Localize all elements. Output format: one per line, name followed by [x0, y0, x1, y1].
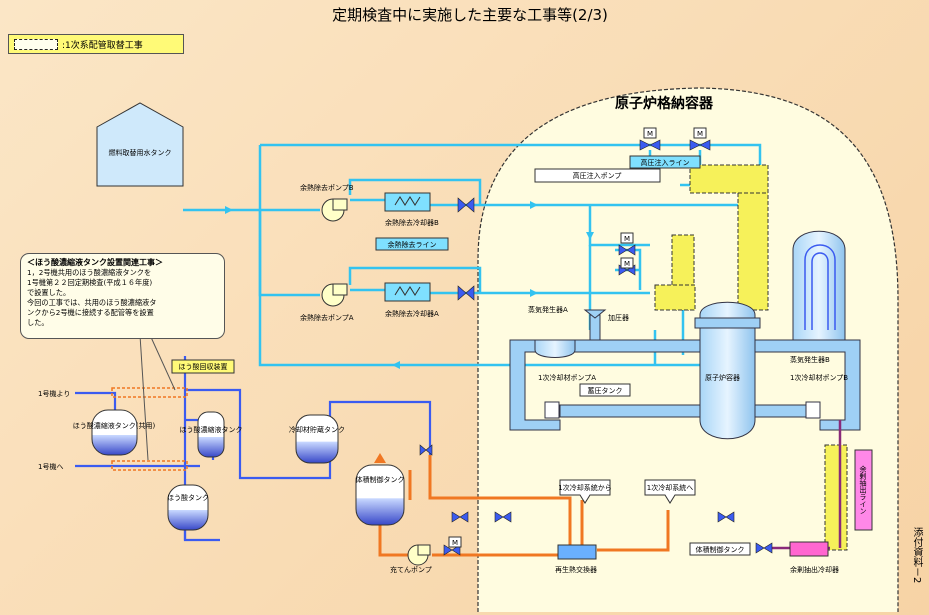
svg-text:M: M	[647, 130, 653, 138]
unit1-to-label: 1号機へ	[38, 462, 63, 471]
callout-pointer-2	[149, 334, 176, 391]
hx-coils	[394, 196, 421, 296]
note-callout: ＜ほう酸濃縮液タンク設置関連工事＞ 1，2号機共用のほう酸濃縮液タンクを 1号機…	[20, 253, 225, 339]
svg-text:M: M	[697, 130, 703, 138]
rhr-pump-b-label: 余熱除去ポンプB	[300, 183, 354, 192]
letdown-line-label: 余剰抽出ライン	[859, 465, 867, 515]
note-line6: した。	[27, 318, 49, 327]
rhr-line-label: 余熱除去ライン	[388, 240, 437, 249]
primary-from-label: 1次冷却系統から	[558, 483, 611, 492]
motor-boxes	[448, 127, 707, 548]
shared-tank-label: ほう酸濃縮液タンク(共用)	[73, 421, 156, 430]
unit1-from-label: 1号機より	[38, 389, 70, 398]
rhr-hx-a-label: 余熱除去冷却器A	[385, 309, 439, 318]
fuel-tank	[96, 102, 184, 187]
rcp-b	[805, 401, 821, 419]
hp-replacement-zone-4	[654, 284, 696, 311]
letdown-replacement-zone	[824, 444, 848, 551]
rcp-a	[544, 401, 560, 419]
hp-pump-label: 高圧注入ポンプ	[573, 171, 622, 180]
boric-tank-label: ほう酸タンク	[167, 493, 209, 502]
note-line2: 1号機第２２回定期検査(平成１６年度)	[27, 278, 153, 287]
vct-label: 体積制御タンク	[356, 475, 405, 484]
rcp-a-label: 1次冷却材ポンプA	[538, 373, 596, 382]
legend-label: :1次系配管取替工事	[62, 40, 143, 51]
reactor-vessel	[699, 301, 756, 440]
rhr-pump-a-label: 余熱除去ポンプA	[300, 313, 354, 322]
note-heading: ＜ほう酸濃縮液タンク設置関連工事＞	[27, 258, 163, 267]
conc-tank	[197, 411, 225, 458]
letdown-line-box	[854, 449, 873, 531]
note-line5: ンクから2号機に接続する配管等を設置	[27, 308, 154, 317]
sg-b-label: 蒸気発生器B	[790, 355, 830, 364]
side-label: 添付資料－2	[911, 527, 922, 584]
vct2-box	[689, 542, 751, 556]
rhr-line-box	[375, 237, 449, 251]
regen-hx-label: 再生熱交換器	[555, 565, 597, 574]
boric-tank	[167, 484, 209, 531]
rcp-b-label: 1次冷却材ポンプB	[790, 373, 848, 382]
vessel-flange	[694, 317, 761, 329]
coolant-storage-tank	[295, 414, 339, 464]
conc-tank-label: ほう酸濃縮液タンク	[180, 425, 243, 434]
svg-text:M: M	[624, 260, 630, 268]
note-line3: で設置した。	[27, 288, 71, 297]
vct-tank	[355, 464, 405, 526]
svg-text:M: M	[624, 235, 630, 243]
note-line4: 今回の工事では、共用のほう酸濃縮液タ	[27, 298, 157, 307]
hp-line-box	[629, 155, 701, 169]
boric-line-zone-bottom	[111, 460, 188, 471]
legend-swatch	[14, 38, 58, 50]
vct2-label: 体積制御タンク	[696, 545, 745, 554]
sg-b-tubes	[804, 244, 836, 330]
boric-recovery-label: ほう酸回収装置	[179, 362, 228, 371]
page-title: 定期検査中に実施した主要な工事等(2/3)	[332, 6, 608, 24]
steam-generator-b	[792, 230, 846, 341]
accumulator-label: 蓄圧タンク	[588, 386, 623, 395]
fuel-tank-label: 燃料取替用水タンク	[109, 148, 172, 157]
vct-relief	[374, 453, 386, 463]
steam-generator-a	[534, 339, 576, 358]
pressurizer	[589, 314, 601, 341]
heat-exchangers	[384, 192, 829, 560]
pumps	[321, 198, 431, 566]
reactor-vessel-label: 原子炉容器	[705, 373, 740, 382]
excess-hx-label: 余剰抽出冷却器	[790, 565, 839, 574]
primary-to-box	[644, 479, 696, 504]
boric-line-zone-top	[111, 387, 188, 398]
accumulator-box	[579, 383, 631, 397]
coolant-storage-label: 冷却材貯蔵タンク	[289, 425, 345, 434]
boric-recovery-box	[171, 359, 235, 374]
shared-conc-tank	[91, 409, 138, 456]
svg-text:M: M	[452, 539, 458, 547]
legend: :1次系配管取替工事	[8, 34, 184, 54]
note-line1: 1，2号機共用のほう酸濃縮液タンクを	[27, 268, 152, 277]
callout-pointer-1	[139, 334, 149, 461]
pressurizer-relief	[583, 309, 607, 319]
pressurizer-label: 加圧器	[608, 313, 629, 322]
primary-to-label: 1次冷却系統へ	[647, 483, 693, 492]
charging-pump-label: 充てんポンプ	[390, 565, 432, 574]
sg-a-label: 蒸気発生器A	[528, 305, 568, 314]
hp-replacement-zone-2	[689, 164, 769, 194]
hp-line-label: 高圧注入ライン	[641, 158, 690, 167]
primary-from-box	[559, 479, 611, 504]
hp-pump-box	[534, 168, 661, 183]
motor-labels: M M M M M	[452, 130, 703, 547]
rhr-hx-b-label: 余熱除去冷却器B	[385, 218, 439, 227]
containment-label: 原子炉格納容器	[615, 95, 714, 112]
